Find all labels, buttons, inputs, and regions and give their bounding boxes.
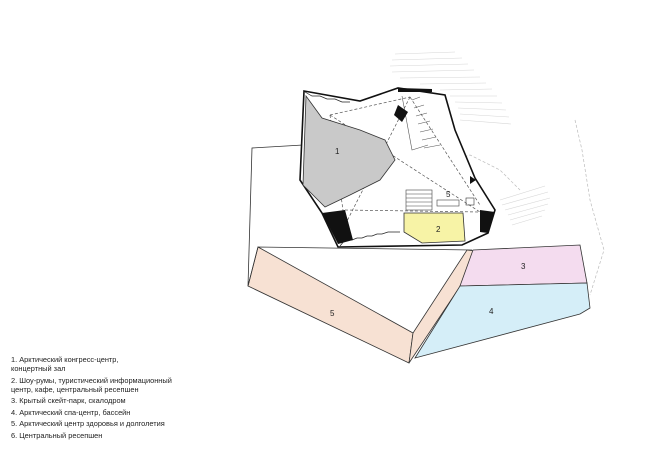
main-building	[299, 87, 496, 248]
zone-3-label: 3	[521, 262, 526, 271]
legend-item-3: 3. Крытый скейт-парк, скалодром	[11, 396, 126, 405]
legend-item-6: 6. Центральный ресепшен	[11, 430, 103, 440]
core-top	[394, 105, 408, 122]
zone-5-label: 5	[330, 309, 335, 318]
legend-item-2: 2. Шоу-румы, туристический информационны…	[11, 375, 172, 394]
zone-1-label: 1	[335, 147, 340, 156]
zone-1-concert-hall	[302, 94, 396, 208]
core-right	[480, 210, 495, 233]
zone-2-label: 2	[436, 225, 441, 234]
zone-2-showroom	[403, 212, 466, 244]
core-left	[322, 210, 353, 244]
legend-item-4: 4. Арктический спа-центр, бассейн	[11, 407, 131, 417]
terrace-hatching	[389, 51, 551, 226]
wing-outline	[247, 144, 473, 287]
legend-item-1: 1. Арктический конгресс-центр, концертны…	[11, 355, 119, 373]
zone-4-spa	[414, 282, 591, 359]
zone-5-upper-label: 5	[446, 190, 451, 199]
legend: 1. Арктический конгресс-центр, концертны…	[11, 355, 172, 442]
legend-item-5: 5. Арктический центр здоровья и долголет…	[11, 419, 165, 428]
zone-5-health-center	[247, 246, 414, 364]
zone-4-label: 4	[489, 307, 494, 316]
